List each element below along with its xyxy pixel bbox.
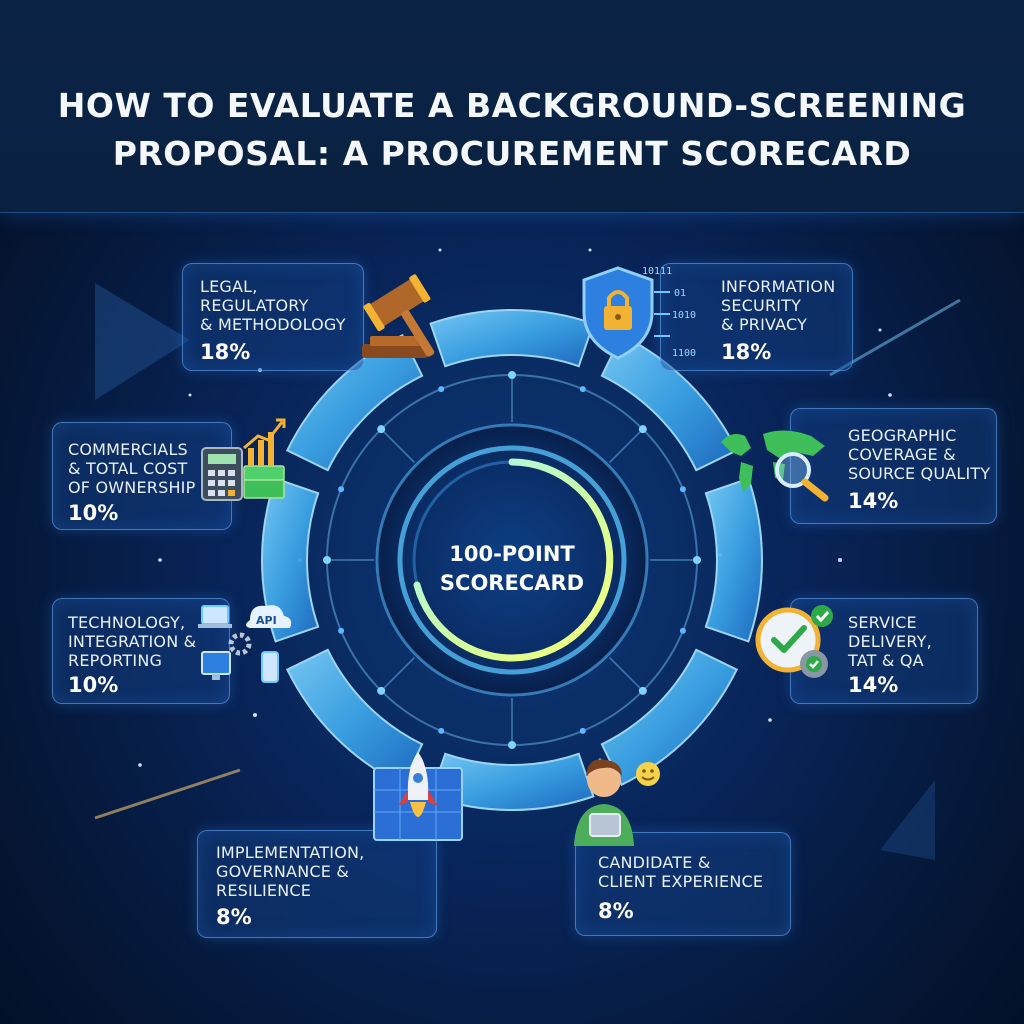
- calculator-money-icon: [201, 418, 286, 501]
- network-node-minor-8: [438, 386, 445, 393]
- category-label-service: SERVICE DELIVERY, TAT & QA: [848, 613, 932, 670]
- network-node-1: [508, 371, 516, 379]
- header-banner: HOW TO EVALUATE A BACKGROUND-SCREENING P…: [0, 0, 1024, 213]
- network-spoke-4: [609, 657, 644, 692]
- user-tablet-icon: [574, 759, 660, 846]
- network-node-minor-7: [338, 486, 345, 493]
- network-spoke-2: [609, 428, 644, 463]
- network-node-minor-3: [679, 627, 686, 634]
- network-node-4: [638, 686, 647, 695]
- category-label-infosec: INFORMATION SECURITY & PRIVACY: [721, 277, 836, 334]
- network-node-minor-1: [579, 386, 586, 393]
- binary-text-3: 1010: [672, 310, 696, 321]
- clock-check-icon: [755, 605, 833, 678]
- network-node-minor-6: [338, 627, 345, 634]
- category-weight-commercials: 10%: [68, 501, 119, 525]
- core-progress-arc: [413, 458, 614, 662]
- category-weight-legal: 18%: [200, 340, 251, 364]
- network-spoke-8: [380, 428, 415, 463]
- category-card-implementation: IMPLEMENTATION, GOVERNANCE & RESILIENCE …: [197, 830, 437, 938]
- category-weight-candidate: 8%: [598, 899, 634, 923]
- category-label-geographic: GEOGRAPHIC COVERAGE & SOURCE QUALITY: [848, 426, 991, 483]
- category-weight-infosec: 18%: [721, 340, 772, 364]
- network-node-5: [508, 741, 516, 749]
- center-scorecard-label: 100-POINT SCORECARD: [439, 542, 585, 595]
- ring-segment-3: [704, 477, 763, 643]
- category-card-candidate: CANDIDATE & CLIENT EXPERIENCE 8%: [575, 832, 791, 936]
- devices-api-icon: API: [198, 605, 292, 683]
- shield-lock-icon: 10111 01 1010 1100: [582, 266, 696, 360]
- ring-segment-1: [429, 309, 595, 368]
- category-label-implementation: IMPLEMENTATION, GOVERNANCE & RESILIENCE: [216, 843, 365, 900]
- network-node-3: [693, 556, 701, 564]
- network-node-8: [377, 425, 386, 434]
- network-spoke-6: [380, 657, 415, 692]
- binary-text-1: 10111: [642, 266, 672, 277]
- category-weight-technology: 10%: [68, 673, 119, 697]
- decor-glow-streak-left: [94, 768, 241, 820]
- category-card-legal: LEGAL, REGULATORY & METHODOLOGY 18%: [182, 263, 364, 371]
- category-card-geographic: GEOGRAPHIC COVERAGE & SOURCE QUALITY 14%: [790, 408, 997, 524]
- network-spokes: [323, 371, 701, 749]
- network-node-minor-5: [438, 727, 445, 734]
- category-card-technology: TECHNOLOGY, INTEGRATION & REPORTING 10%: [52, 598, 230, 704]
- category-label-legal: LEGAL, REGULATORY & METHODOLOGY: [200, 277, 346, 334]
- ring-segments: [261, 309, 763, 811]
- binary-text-4: 1100: [672, 348, 696, 359]
- category-card-infosec: INFORMATION SECURITY & PRIVACY 18%: [660, 263, 853, 371]
- category-weight-service: 14%: [848, 673, 899, 697]
- ring-segment-7: [261, 477, 320, 643]
- decor-triangle-right: [880, 780, 935, 860]
- binary-text-2: 01: [674, 288, 686, 299]
- page-title: HOW TO EVALUATE A BACKGROUND-SCREENING P…: [57, 86, 967, 173]
- network-node-6: [377, 686, 386, 695]
- network-node-minor-2: [679, 486, 686, 493]
- category-label-technology: TECHNOLOGY, INTEGRATION & REPORTING: [68, 613, 197, 670]
- decor-triangle-left: [95, 283, 190, 400]
- gavel-icon: [362, 274, 435, 358]
- category-weight-geographic: 14%: [848, 489, 899, 513]
- category-weight-implementation: 8%: [216, 905, 252, 929]
- network-node-minor-4: [579, 727, 586, 734]
- core-inner-ring: [397, 445, 627, 675]
- network-node-2: [638, 425, 647, 434]
- network-node-7: [323, 556, 331, 564]
- category-label-candidate: CANDIDATE & CLIENT EXPERIENCE: [598, 853, 764, 891]
- rocket-blueprint-icon: [373, 752, 463, 841]
- category-label-commercials: COMMERCIALS & TOTAL COST OF OWNERSHIP: [68, 440, 196, 497]
- api-label: API: [256, 614, 277, 627]
- world-map-magnifier-icon: [721, 430, 829, 502]
- ring-segment-6: [285, 648, 424, 787]
